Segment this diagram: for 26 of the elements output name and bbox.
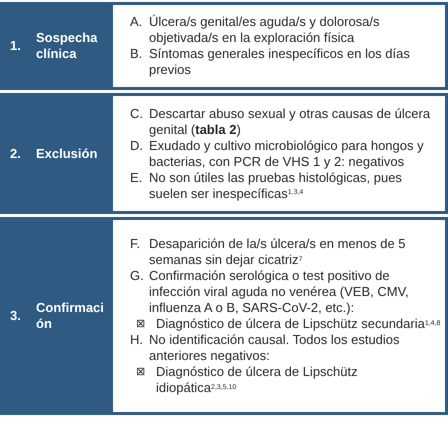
- item-letter: A.: [130, 14, 144, 31]
- item-letter: H.: [130, 332, 144, 349]
- item-letter: D.: [130, 138, 144, 154]
- section-number: 3.: [9, 308, 22, 324]
- criterion-text: Diagnóstico de úlcera de Lipschütz secundaria$^{1,4,8}$: [156, 316, 440, 332]
- criterion-text: Descartar abuso sexual y otras causas de úlcera genital (tabla 2): [149, 106, 432, 138]
- item-letter: B.: [130, 46, 144, 63]
- criterion-text: No son útiles las pruebas histológicas, pues suelen ser inespecíficas$^{1,3,4}$: [149, 170, 403, 202]
- criterion-text: Exudado y cultivo microbiológico para hongos y bacterias, con PCR de VHS 1 y 2: negativos: [149, 138, 425, 170]
- item-letter: E.: [130, 170, 144, 186]
- section-number: 1.: [9, 38, 22, 54]
- section-title: Sospecha clínica: [36, 30, 98, 62]
- item-letter: C.: [130, 106, 144, 122]
- section-title: Confirmación: [36, 300, 105, 332]
- criterion-text: Desaparición de la/s úlcera/s en menos de 5 semanas sin dejar cicatriz$^{7}$: [149, 236, 407, 268]
- criterion-text: Úlcera/s genital/es aguda/s y dolorosa/s objetivada/s en la exploración física: [149, 14, 381, 46]
- criterion-text: Confirmación serológica o test positivo de infección viral aguda no venérea (VEB, CMV, influenza A o B, SARS-CoV-2, etc.):: [149, 268, 410, 316]
- criterion-text: Diagnóstico de úlcera de Lipschütz idiopática$^{2,3,5,10}$: [156, 364, 359, 396]
- criterion-text: Síntomas generales inespecíficos en los días previos: [149, 46, 411, 78]
- bullet-symbol: ⊠: [136, 316, 146, 332]
- criterion-text: No identificación causal. Todos los estudios anteriores negativos:: [149, 332, 401, 364]
- item-letter: G.: [130, 268, 145, 285]
- bullet-symbol: ⊠: [136, 364, 146, 380]
- section-number: 2.: [9, 146, 22, 162]
- item-letter: F.: [130, 236, 142, 253]
- section-title: Exclusión: [36, 146, 98, 162]
